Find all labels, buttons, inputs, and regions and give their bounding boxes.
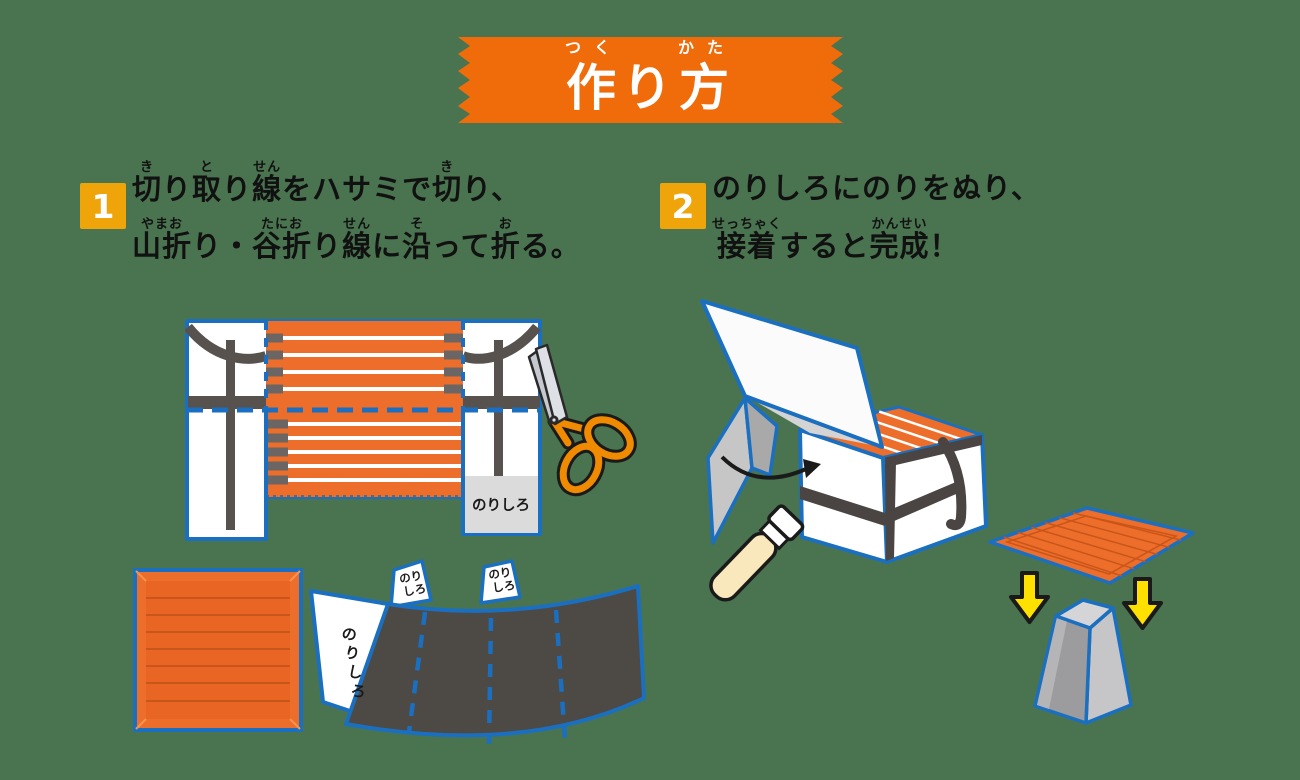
svg-text:のり: のり (487, 565, 512, 582)
svg-text:し: し (346, 662, 364, 682)
glue-tab-label: のりしろ (472, 497, 530, 514)
step-1-line-1: 切きり取とり線せんをハサミで切きり、 (132, 160, 521, 206)
seat-panel-diagram (133, 568, 303, 732)
glue-stick-icon (709, 504, 805, 602)
bench-lid (700, 299, 884, 449)
open-flap-far (706, 396, 754, 545)
step-2-number-badge: 2 (660, 183, 706, 229)
pedestal-base (1033, 598, 1133, 725)
final-assembly-diagram (988, 506, 1195, 725)
fan-left-tab-label: の り し ろ (340, 624, 367, 701)
svg-text:の: の (340, 624, 358, 644)
bench-front-face (798, 428, 889, 564)
scissors-icon (527, 343, 637, 497)
fan-glue-tab-top-1 (389, 559, 433, 609)
svg-text:のり: のり (398, 568, 423, 586)
bench-assembly-diagram (700, 299, 988, 602)
step-2-line-2: 接着せっちゃくすると完成かんせい！ (712, 217, 960, 263)
step-2-line-1: のりしろにのりをぬり、 (712, 171, 1041, 205)
papercraft-template-diagram: のりしろ (185, 319, 637, 541)
open-flap-near (743, 396, 779, 477)
seat-panel-bevel (135, 570, 301, 730)
svg-text:しろ: しろ (491, 578, 516, 595)
step-2-text: のりしろにのりをぬり、 接着せっちゃくすると完成かんせい！ (712, 160, 1041, 274)
bench-leg-curve (938, 437, 967, 531)
bench-straps (800, 462, 963, 561)
fan-fold-lines (406, 609, 568, 745)
svg-text:ろ: ろ (349, 681, 367, 701)
seat-panel-perspective (988, 506, 1195, 585)
title-ribbon: 作つくり方かた (458, 37, 843, 123)
bench-arm-print-left (185, 323, 268, 530)
down-arrow-icon-right (1122, 577, 1163, 630)
seat-panel-slat-lines (146, 597, 290, 702)
fold-lines (187, 321, 540, 534)
fan-top-tab-2-label: のり しろ (487, 565, 516, 595)
fan-body (344, 584, 646, 738)
fold-direction-arrow-icon (720, 455, 821, 480)
bench-arm-print-right (461, 323, 541, 476)
step-1-text: 切きり取とり線せんをハサミで切きり、 山折やまおり・谷折たにおり線せんに沿そって… (132, 160, 581, 274)
down-arrow-icon-left (1009, 571, 1050, 624)
fan-piece-diagram: の り し ろ のり しろ のり しろ (309, 559, 646, 745)
template-bottom-slats (266, 410, 463, 497)
svg-text:り: り (343, 643, 361, 663)
page-title: 作つくり方かた (564, 38, 736, 117)
svg-text:しろ: しろ (402, 581, 427, 599)
template-top-slats (266, 321, 463, 410)
step-1-line-2: 山折やまおり・谷折たにおり線せんに沿そって折おる。 (132, 217, 581, 263)
glue-tab-area: のりしろ (464, 476, 538, 533)
fan-glue-tab-top-2 (479, 559, 522, 605)
step-1-number-badge: 1 (80, 183, 126, 229)
fan-top-tab-1-label: のり しろ (398, 568, 427, 599)
bench-end-trim (883, 435, 982, 468)
